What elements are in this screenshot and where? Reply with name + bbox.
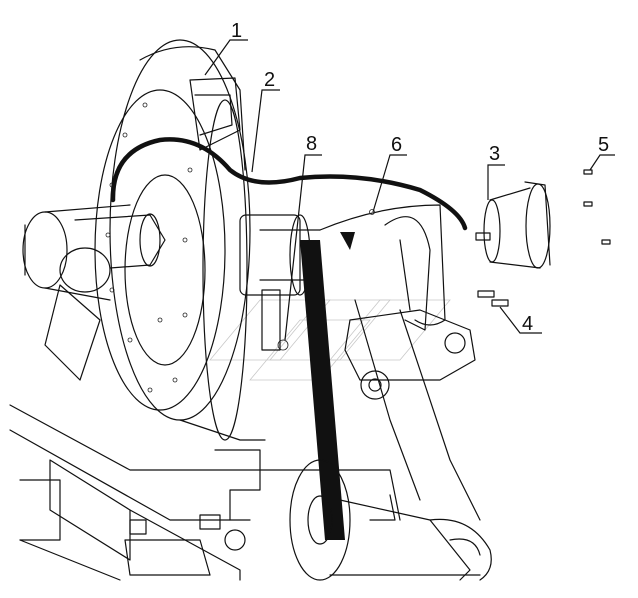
svg-text:8: 8: [306, 133, 317, 155]
svg-text:3: 3: [489, 143, 500, 165]
callout-4: 4: [499, 306, 542, 335]
inlet-pipe: [22, 204, 166, 381]
callout-6: 6: [372, 134, 407, 213]
callout-2: 2: [251, 69, 280, 173]
mount-bracket: [319, 204, 476, 400]
sensor-cover: [475, 181, 551, 269]
lower-fittings: [124, 449, 396, 576]
svg-text:6: 6: [391, 134, 402, 156]
callout-1: 1: [204, 20, 248, 76]
callout-3: 3: [487, 143, 505, 200]
svg-text:5: 5: [598, 134, 609, 156]
svg-text:1: 1: [231, 20, 242, 42]
fan-housing: [94, 39, 266, 441]
svg-text:4: 4: [522, 313, 533, 335]
callout-5: 5: [589, 134, 615, 171]
bolts: [477, 169, 611, 307]
callout-8: 8: [284, 133, 322, 341]
hose: [110, 137, 468, 231]
v-belt: [289, 232, 355, 581]
svg-text:2: 2: [264, 69, 275, 91]
